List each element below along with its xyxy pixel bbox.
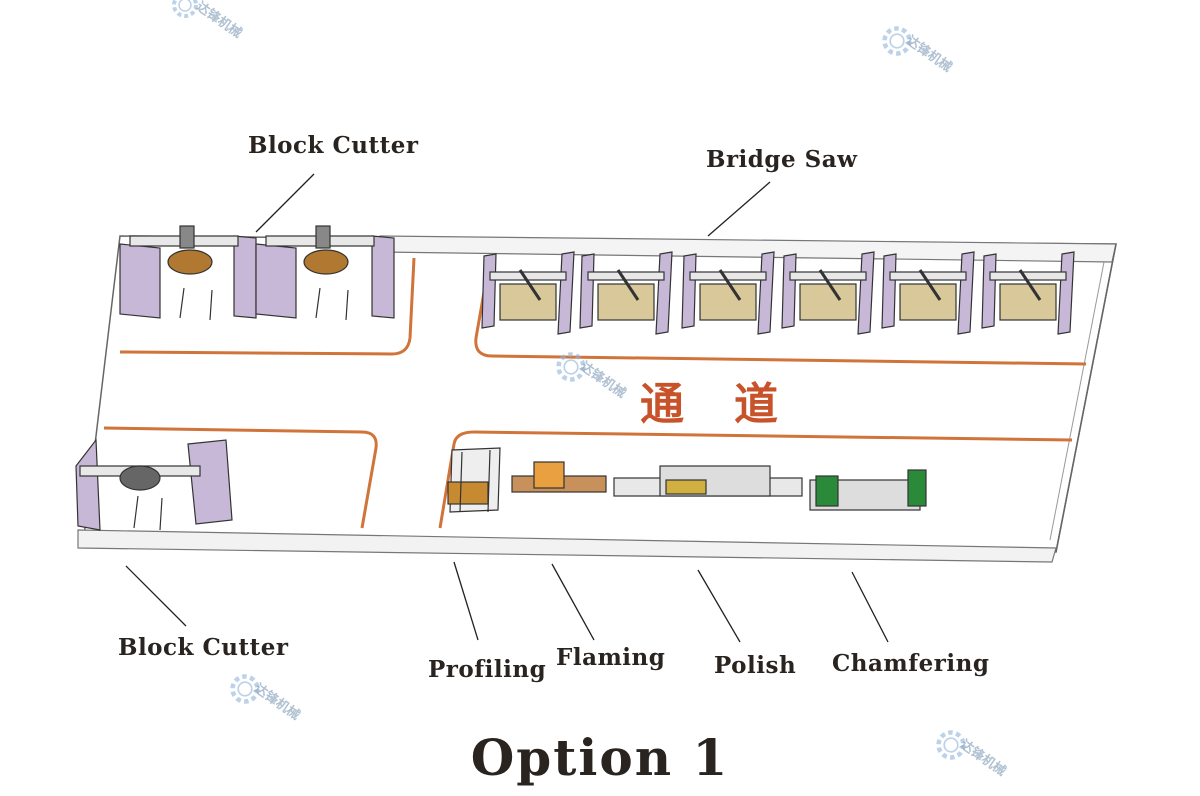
block-cutter-bottom-machine	[75, 438, 233, 531]
bridge-saw-machines	[481, 251, 1075, 335]
watermark: 达锋机械	[934, 728, 1054, 788]
watermark: 达锋机械	[880, 24, 1000, 84]
label-chamfering: Chamfering	[832, 650, 990, 677]
gear-logo-icon	[556, 352, 586, 382]
profiling-machine	[447, 447, 501, 513]
aisle-label: 通道	[640, 379, 828, 430]
gear-logo-icon	[936, 730, 966, 760]
gear-logo-icon	[230, 674, 260, 704]
leader-lines	[125, 173, 889, 643]
block-cutter-unit	[255, 225, 395, 321]
gear-logo-icon	[882, 26, 912, 56]
label-flaming: Flaming	[556, 644, 666, 671]
bridge-saw-unit	[579, 251, 673, 335]
lane-lines	[103, 257, 1087, 529]
page-title: Option 1	[470, 728, 730, 787]
polish-machine	[613, 465, 803, 497]
chamfering-machine	[809, 469, 927, 511]
floor-front-edge	[77, 529, 1057, 563]
block-cutter-unit	[119, 225, 257, 321]
processing-line-machines	[447, 447, 927, 513]
watermark: 达锋机械	[228, 672, 348, 732]
bridge-saw-unit	[481, 251, 575, 335]
flaming-machine	[511, 461, 607, 493]
watermark: 达锋机械	[554, 350, 674, 410]
gear-logo-icon	[172, 0, 198, 18]
label-bridge-saw: Bridge Saw	[706, 146, 858, 173]
bridge-saw-unit	[881, 251, 975, 335]
watermark-text: 达锋机械	[193, 0, 245, 42]
label-block-cutter-bottom: Block Cutter	[118, 634, 289, 661]
label-profiling: Profiling	[428, 656, 547, 683]
bridge-saw-unit	[681, 251, 775, 335]
bridge-saw-unit	[781, 251, 875, 335]
label-polish: Polish	[714, 652, 797, 679]
watermark: 达锋机械	[170, 0, 290, 50]
block-cutter-top-machines	[119, 225, 395, 321]
bridge-saw-unit	[981, 251, 1075, 335]
label-block-cutter-top: Block Cutter	[248, 132, 419, 159]
